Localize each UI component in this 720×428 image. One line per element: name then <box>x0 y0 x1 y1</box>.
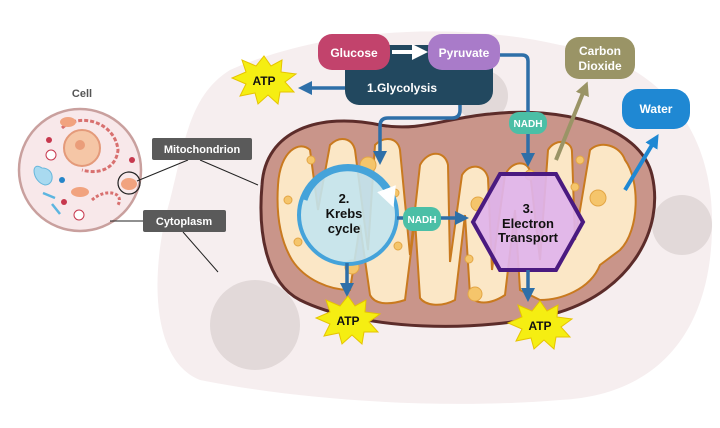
mitochondrion-label-text: Mitochondrion <box>164 144 241 156</box>
carbon-dioxide-node[interactable]: Carbon Dioxide <box>565 37 635 79</box>
cytoplasm-label-text: Cytoplasm <box>156 216 212 228</box>
carbon-dioxide-label: Dioxide <box>578 59 622 73</box>
water-node[interactable]: Water <box>622 89 690 129</box>
atp-krebs[interactable]: ATP <box>314 295 382 345</box>
cytoplasm-label: Cytoplasm <box>143 210 226 232</box>
nadh-label: NADH <box>514 119 543 130</box>
water-arrow <box>623 133 659 192</box>
carbon-dioxide-label: Carbon <box>579 44 621 58</box>
mitochondrion-callout-line <box>199 159 259 186</box>
nadh-label: NADH <box>408 215 437 226</box>
glycolysis-label: 1.Glycolysis <box>367 81 437 95</box>
cell-illustration <box>17 107 143 233</box>
vesicle <box>210 280 300 370</box>
etc-label: Electron <box>502 216 554 231</box>
etc-label: 3. <box>523 201 534 216</box>
krebs-cycle-label: 2. <box>339 191 350 206</box>
vesicle <box>652 195 712 255</box>
krebs-cycle-label: cycle <box>328 221 361 236</box>
water-label: Water <box>640 102 673 116</box>
glucose-label: Glucose <box>330 46 378 60</box>
cell-label: Cell <box>72 88 92 100</box>
atp-label: ATP <box>336 314 359 328</box>
nadh-middle[interactable]: NADH <box>403 207 441 231</box>
cytoplasm-callout-line <box>182 231 219 273</box>
atp-glycolysis[interactable]: ATP <box>230 55 298 105</box>
mitochondrion-callout-line <box>136 159 189 182</box>
krebs-cycle[interactable]: 2. Krebs cycle <box>297 164 399 266</box>
nadh-top[interactable]: NADH <box>509 112 547 134</box>
electron-transport-chain[interactable]: 3. Electron Transport <box>470 172 586 272</box>
atp-label: ATP <box>252 74 275 88</box>
atp-etc[interactable]: ATP <box>506 300 574 350</box>
co2-arrow <box>554 81 589 161</box>
pyruvate-label: Pyruvate <box>439 46 490 60</box>
pyruvate-node[interactable]: Pyruvate <box>428 34 500 70</box>
etc-label: Transport <box>498 230 559 245</box>
atp-label: ATP <box>528 319 551 333</box>
mitochondrion-label: Mitochondrion <box>152 138 252 160</box>
glucose-node[interactable]: Glucose <box>318 34 390 70</box>
krebs-cycle-label: Krebs <box>326 206 363 221</box>
